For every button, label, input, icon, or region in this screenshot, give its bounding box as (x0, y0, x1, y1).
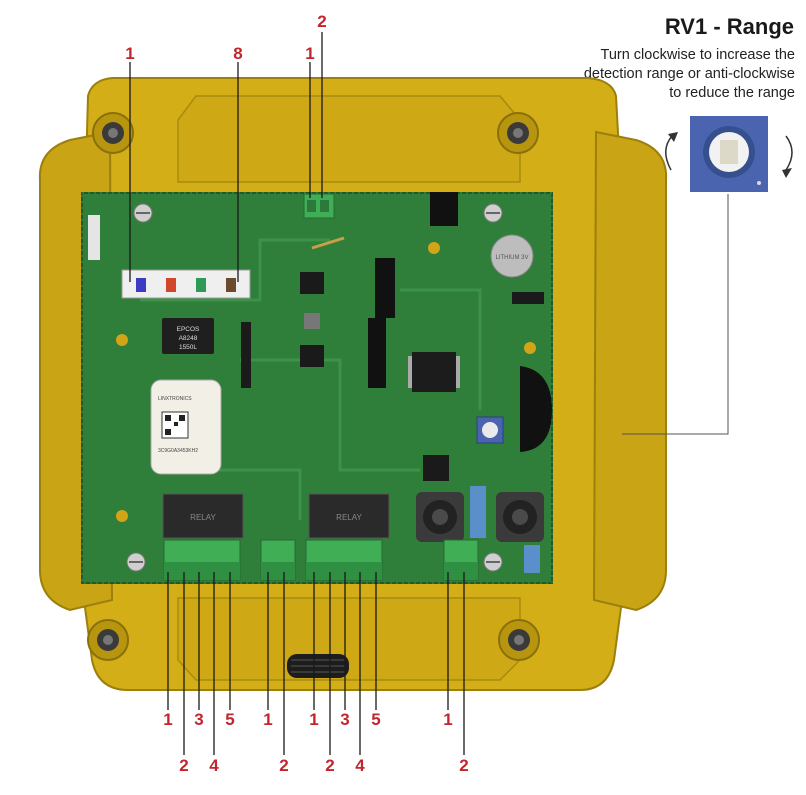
corner-screw (92, 112, 134, 154)
terminal-label: 1 (263, 710, 273, 729)
rf-module: LINXTRONICS 3C9G0A3453KH2 (150, 379, 222, 475)
terminal-label: 3 (340, 710, 350, 729)
svg-text:RELAY: RELAY (190, 513, 216, 522)
svg-text:EPCOS: EPCOS (177, 326, 200, 333)
terminal-label: 1 (163, 710, 173, 729)
sensor-lens (520, 366, 552, 452)
regulator (300, 272, 324, 294)
terminal-label: 4 (209, 756, 219, 775)
terminal-block (163, 539, 241, 581)
label-top-2: 2 (317, 12, 327, 31)
terminal-label: 2 (179, 756, 189, 775)
label-top-8: 8 (233, 44, 243, 63)
jumper-header (430, 192, 458, 226)
terminal-label: 5 (371, 710, 381, 729)
corner-screw (497, 112, 539, 154)
coin-battery: LITHIUM 3V (490, 234, 534, 278)
corner-screw (87, 619, 129, 661)
regulator (300, 345, 324, 367)
pin-header (241, 322, 251, 388)
label-top-1: 1 (125, 44, 135, 63)
microcontroller (408, 352, 460, 392)
epcos-component: EPCOS A8248 1550L (162, 318, 214, 354)
terminal-label: 2 (459, 756, 469, 775)
corner-screw (498, 619, 540, 661)
rv1-description-line: Turn clockwise to increase the (600, 47, 796, 63)
terminal-label: 1 (309, 710, 319, 729)
terminal-block (305, 539, 383, 581)
relay: RELAY (308, 493, 390, 539)
terminal-label: 5 (225, 710, 235, 729)
leader-lines (167, 572, 465, 755)
regulator (423, 455, 449, 481)
relay: RELAY (162, 493, 244, 539)
svg-text:A8248: A8248 (179, 335, 198, 342)
anticlockwise-arrow (665, 135, 673, 171)
svg-text:3C9G0A3453KH2: 3C9G0A3453KH2 (158, 448, 198, 454)
blue-capacitor (470, 486, 486, 538)
svg-text:RELAY: RELAY (336, 513, 362, 522)
svg-text:LINXTRONICS: LINXTRONICS (158, 396, 192, 402)
rv1-description-line: to reduce the range (669, 85, 795, 101)
terminal-block (443, 539, 479, 581)
rv1-title: RV1 - Range (664, 14, 794, 39)
terminal-label: 2 (279, 756, 289, 775)
tact-switch (304, 313, 320, 329)
ic-socket (375, 258, 395, 318)
dip-switch (121, 269, 251, 299)
leader-lines (129, 32, 323, 282)
svg-text:LITHIUM 3V: LITHIUM 3V (495, 255, 528, 261)
rv1-callout-line (622, 194, 729, 435)
wire-link (311, 236, 345, 250)
terminal-label: 4 (355, 756, 365, 775)
svg-text:1550L: 1550L (179, 344, 197, 351)
inductor (496, 492, 544, 542)
crystal (512, 292, 544, 304)
rv1-description-line: detection range or anti-clockwise (583, 66, 795, 82)
rv1-trimmer (476, 416, 504, 444)
terminal-label: 1 (443, 710, 453, 729)
terminal-block (260, 539, 296, 581)
rv1-description: Turn clockwise to increase the detection… (540, 46, 795, 103)
label-top-1b: 1 (305, 44, 315, 63)
inductor (416, 492, 464, 542)
terminal-label: 3 (194, 710, 204, 729)
clockwise-arrow (785, 135, 793, 171)
rv1-closeup (690, 116, 768, 192)
terminal-label: 2 (325, 756, 335, 775)
ic-socket (368, 318, 386, 388)
blue-capacitor (524, 545, 540, 573)
